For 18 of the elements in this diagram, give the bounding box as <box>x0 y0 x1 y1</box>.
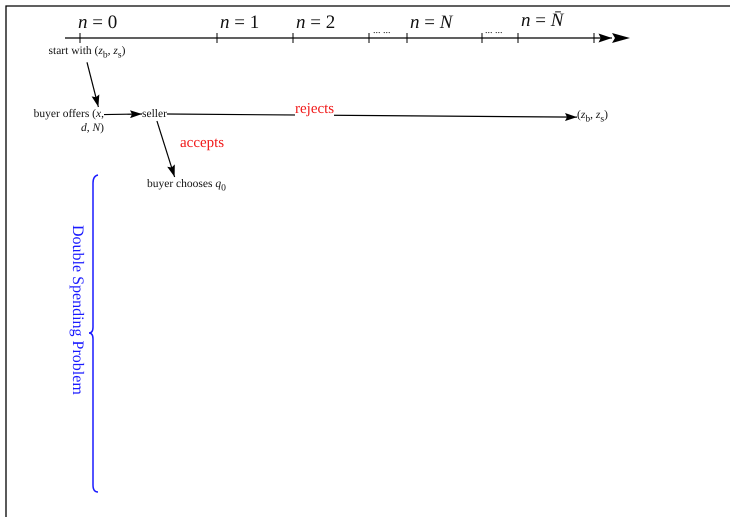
axis-label: n = 2 <box>296 13 336 33</box>
arrow <box>104 110 142 118</box>
outcome-text: (z$_{b}$, z$_{s}$) <box>577 108 608 126</box>
start-text: start with (z$_{b}$, z$_{s}$) <box>47 44 127 62</box>
brace-label: Double Spending Problem <box>68 225 86 395</box>
buyer-offer-text: buyer offers (x, d, N) <box>24 107 104 135</box>
buyer-choice-text: buyer chooses q$_{0}$ <box>147 177 226 196</box>
edge-label: rejects <box>295 101 334 117</box>
axis-label: n = N̄ <box>521 11 564 31</box>
ellipsis-text: ... ... <box>373 26 390 36</box>
axis-label: n = 0 <box>78 13 118 33</box>
arrow <box>86 62 100 108</box>
arrow <box>156 120 176 178</box>
ellipsis-text: ... ... <box>485 26 502 36</box>
axis-label: n = N <box>410 13 452 33</box>
seller-text: seller <box>142 107 167 121</box>
arrow <box>166 113 577 122</box>
axis-label: n = 1 <box>220 13 260 33</box>
